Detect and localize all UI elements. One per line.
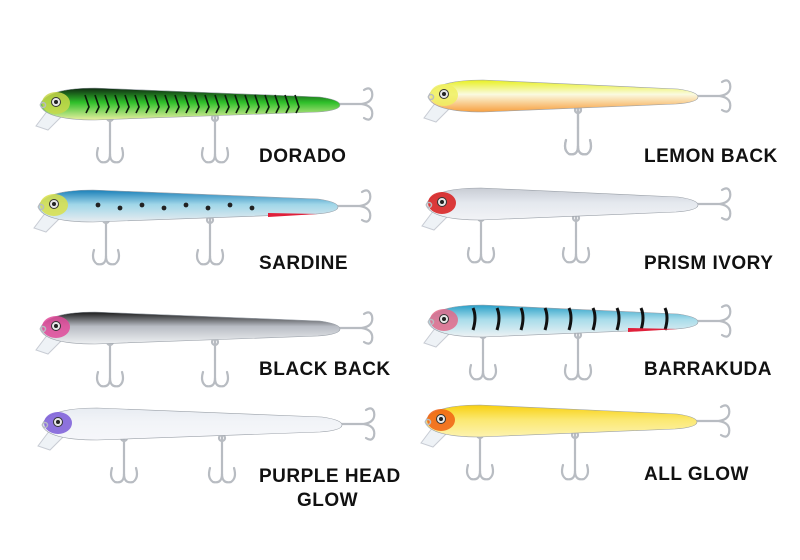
treble-hook-icon xyxy=(465,429,495,481)
tail-hook-icon xyxy=(332,87,374,121)
label-black-back: BLACK BACK xyxy=(259,359,391,380)
treble-hook-icon xyxy=(200,112,230,164)
lure-body xyxy=(425,187,699,221)
treble-hook-icon xyxy=(563,104,593,156)
lure-4 xyxy=(423,79,732,156)
label-prism-ivory: PRISM IVORY xyxy=(644,253,774,274)
treble-hook-icon xyxy=(95,112,125,164)
label-sardine: SARDINE xyxy=(259,253,349,274)
tail-hook-icon xyxy=(690,304,732,338)
treble-hook-icon xyxy=(560,429,590,481)
label-lemon-back: LEMON BACK xyxy=(644,146,778,167)
treble-hook-icon xyxy=(468,329,498,381)
treble-hook-icon xyxy=(466,212,496,264)
label-barrakuda: BARRAKUDA xyxy=(644,359,772,380)
treble-hook-icon xyxy=(200,336,230,388)
label-dorado: DORADO xyxy=(259,146,347,167)
tail-hook-icon xyxy=(334,407,376,441)
treble-hook-icon xyxy=(195,214,225,266)
tail-hook-icon xyxy=(330,189,372,223)
tail-hook-icon xyxy=(689,404,731,438)
label-all-glow: ALL GLOW xyxy=(644,464,749,485)
treble-hook-icon xyxy=(563,329,593,381)
lure-2 xyxy=(35,311,374,388)
lure-5 xyxy=(421,187,732,264)
tail-hook-icon xyxy=(332,311,374,345)
treble-hook-icon xyxy=(95,336,125,388)
treble-hook-icon xyxy=(109,432,139,484)
lure-6 xyxy=(423,304,732,381)
label-line-2: GLOW xyxy=(297,490,359,511)
lure-3 xyxy=(37,407,376,484)
lure-body xyxy=(427,304,699,338)
lure-body xyxy=(427,79,699,113)
tail-hook-icon xyxy=(690,79,732,113)
lure-1 xyxy=(33,189,372,266)
lure-7 xyxy=(420,404,731,481)
tail-hook-icon xyxy=(690,187,732,221)
treble-hook-icon xyxy=(561,212,591,264)
lure-0 xyxy=(35,87,374,164)
lure-body xyxy=(41,407,343,441)
lure-body xyxy=(424,404,698,438)
label-line-1: PURPLE HEAD xyxy=(259,466,401,487)
treble-hook-icon xyxy=(91,214,121,266)
label-purple-head-glow: PURPLE HEAD GLOW xyxy=(259,465,401,513)
treble-hook-icon xyxy=(207,432,237,484)
lure-body xyxy=(39,87,341,121)
lure-body xyxy=(39,311,341,345)
